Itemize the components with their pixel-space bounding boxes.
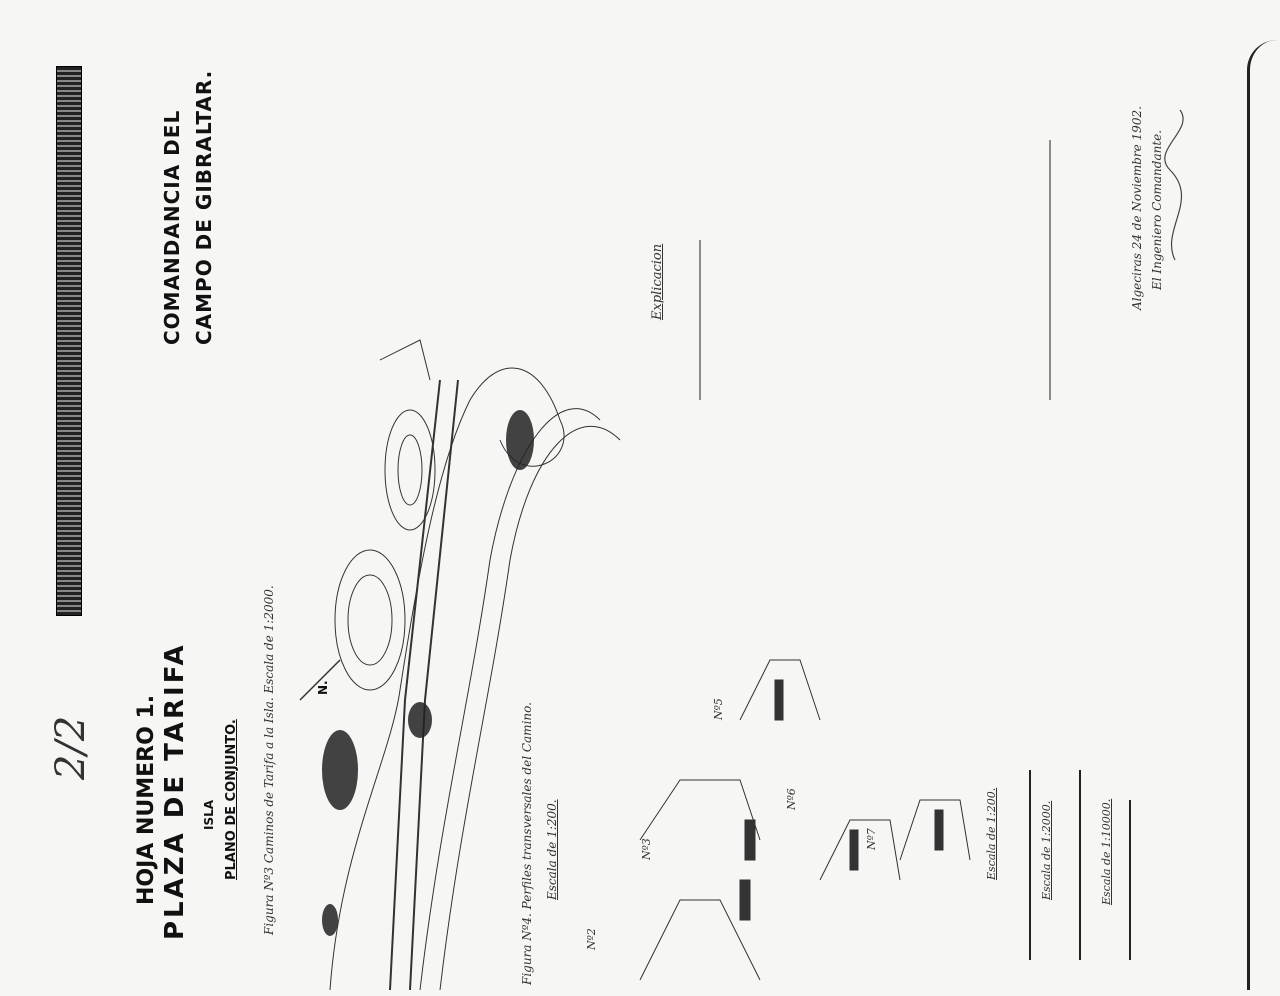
cross-sections [639, 659, 971, 981]
legend-bracket [699, 140, 1051, 400]
scale-bars [1029, 770, 1131, 960]
causeway-road [389, 379, 441, 991]
scale-ruler-strip [56, 66, 82, 616]
rock-mass [322, 730, 358, 810]
page-edge [1247, 40, 1280, 990]
